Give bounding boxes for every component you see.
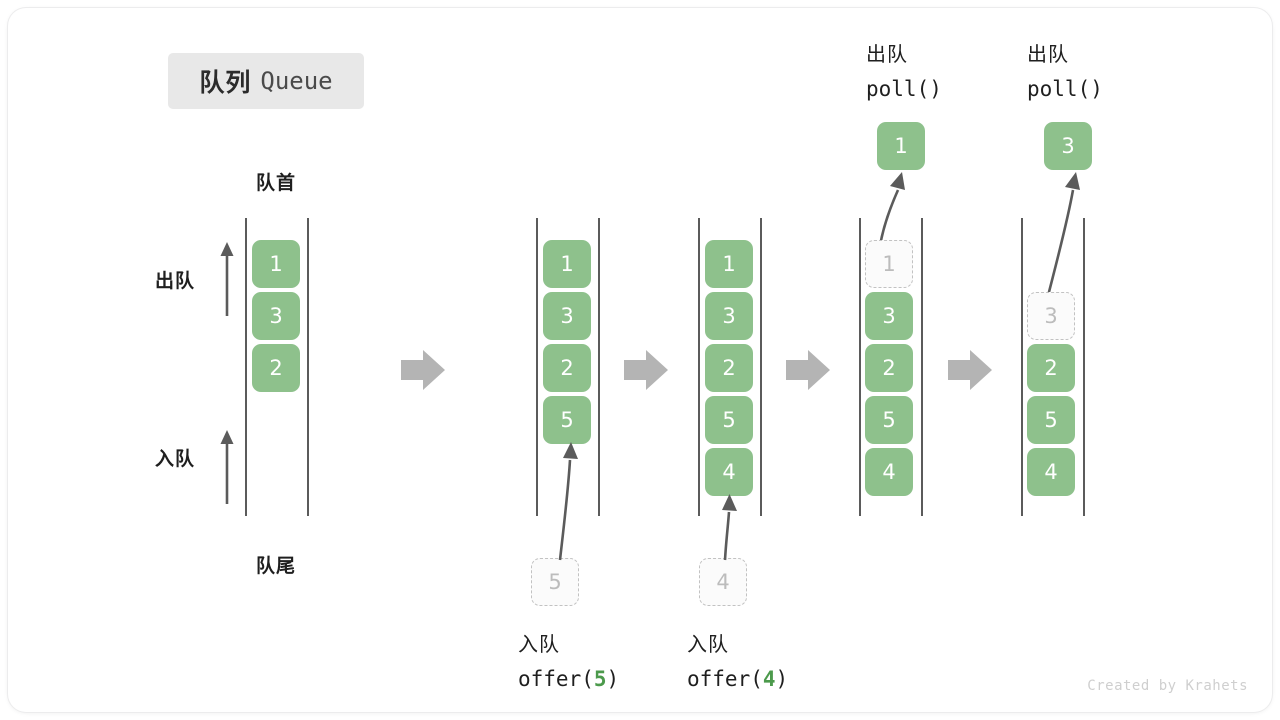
- queue-rail-right: [760, 218, 762, 516]
- dequeue-operation-3-call: poll(): [1027, 77, 1103, 101]
- queue-cell: 5: [865, 396, 913, 444]
- queue-rail-left: [1021, 218, 1023, 516]
- enqueue-operation-5: 入队 offer(5): [518, 628, 619, 696]
- queue-rail-right: [307, 218, 309, 516]
- queue-cell-removed: 1: [865, 240, 913, 288]
- queue-head-label: 队首: [255, 173, 296, 194]
- dequeue-arrow-icon: [878, 172, 905, 247]
- queue-cell: 2: [1027, 344, 1075, 392]
- queue-tail-label: 队尾: [255, 556, 296, 577]
- enqueue-arrow-icon: [722, 494, 737, 561]
- queue-cell-new: 4: [705, 448, 753, 496]
- queue-cell: 2: [705, 344, 753, 392]
- queue-cell-new: 5: [543, 396, 591, 444]
- dequeue-arrow-icon: [1045, 172, 1080, 301]
- enqueue-direction-arrow-icon: [220, 430, 234, 504]
- queue-rail-left: [698, 218, 700, 516]
- flow-arrow-icon: [948, 350, 992, 390]
- flow-arrow-icon: [401, 350, 445, 390]
- queue-cell: 1: [705, 240, 753, 288]
- dequeued-cell: 3: [1044, 122, 1092, 170]
- queue-cell: 1: [543, 240, 591, 288]
- queue-rail-right: [598, 218, 600, 516]
- dequeue-operation-1-cn: 出队: [866, 44, 908, 66]
- diagram-title: 队列 Queue: [168, 53, 364, 109]
- dequeue-direction-label: 出队: [155, 271, 196, 292]
- queue-cell-removed: 3: [1027, 292, 1075, 340]
- enqueue-operation-4-cn: 入队: [687, 634, 729, 656]
- dequeue-direction-arrow-icon: [220, 242, 234, 316]
- incoming-ghost-cell: 5: [531, 558, 579, 606]
- enqueue-operation-5-call: offer(5): [518, 667, 620, 691]
- flow-arrow-icon: [786, 350, 830, 390]
- queue-cell: 2: [543, 344, 591, 392]
- dequeue-operation-1: 出队 poll(): [866, 38, 942, 106]
- dequeue-operation-1-call: poll(): [866, 77, 942, 101]
- queue-cell: 2: [252, 344, 300, 392]
- enqueue-operation-4: 入队 offer(4): [687, 628, 788, 696]
- enqueue-operation-5-cn: 入队: [518, 634, 560, 656]
- flow-arrow-icon: [624, 350, 668, 390]
- enqueue-arrow-icon: [558, 442, 578, 561]
- queue-cell: 4: [865, 448, 913, 496]
- diagram-card: 队列 Queue 队首 队尾 1 3 2 出队 入队 1 3 2 5 5: [8, 8, 1272, 712]
- queue-cell: 3: [252, 292, 300, 340]
- title-cn: 队列: [199, 69, 252, 97]
- incoming-ghost-cell: 4: [699, 558, 747, 606]
- queue-cell: 3: [543, 292, 591, 340]
- queue-cell: 2: [865, 344, 913, 392]
- queue-rail-left: [859, 218, 861, 516]
- queue-rail-right: [921, 218, 923, 516]
- footer-credit: Created by Krahets: [1087, 678, 1248, 694]
- queue-rail-right: [1083, 218, 1085, 516]
- enqueue-direction-label: 入队: [155, 449, 196, 470]
- title-en: Queue: [260, 67, 333, 95]
- dequeued-cell: 1: [877, 122, 925, 170]
- enqueue-operation-4-call: offer(4): [687, 667, 789, 691]
- queue-cell: 5: [705, 396, 753, 444]
- dequeue-operation-3: 出队 poll(): [1027, 38, 1103, 106]
- dequeue-operation-3-cn: 出队: [1027, 44, 1069, 66]
- queue-cell: 3: [705, 292, 753, 340]
- queue-cell: 5: [1027, 396, 1075, 444]
- queue-cell: 4: [1027, 448, 1075, 496]
- queue-cell: 3: [865, 292, 913, 340]
- queue-rail-left: [245, 218, 247, 516]
- queue-rail-left: [536, 218, 538, 516]
- queue-cell: 1: [252, 240, 300, 288]
